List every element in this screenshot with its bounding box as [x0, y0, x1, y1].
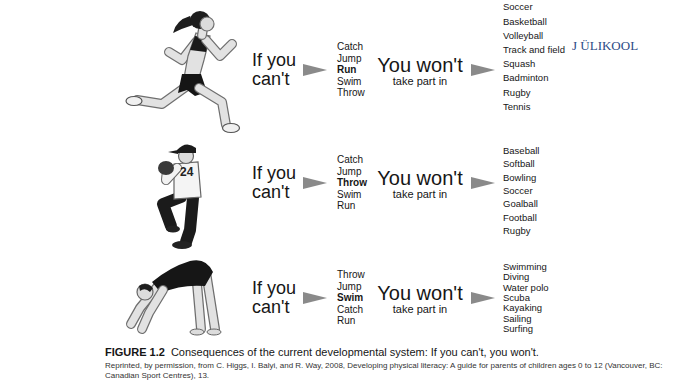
runner-arm	[206, 40, 232, 56]
consequence-text: You won't	[377, 167, 462, 190]
condition-text: If you can't	[252, 51, 310, 89]
sport-item: Badminton	[503, 73, 548, 84]
arrow-head	[303, 292, 327, 304]
figure-number: FIGURE 1.2	[105, 346, 165, 359]
swimmer-figure	[131, 260, 221, 335]
sport-item: Bowling	[503, 172, 536, 183]
skill-item: Throw	[337, 177, 367, 189]
pitcher-glove	[158, 161, 174, 175]
skill-item: Catch	[337, 41, 363, 53]
sport-item: Sailing	[503, 313, 532, 324]
sport-item: Kayaking	[503, 303, 542, 314]
pitcher-cap-brim	[168, 150, 178, 154]
sport-item: Soccer	[503, 2, 533, 13]
skill-item: Run	[337, 200, 355, 212]
pitcher-shoe	[172, 241, 192, 249]
sport-item: Rugby	[503, 87, 530, 98]
skill-item: Jump	[337, 166, 361, 178]
consequence-subtext: take part in	[393, 188, 447, 201]
sport-item: Volleyball	[503, 30, 543, 41]
consequence-text: You won't	[377, 282, 462, 305]
swimmer-foot	[207, 329, 221, 335]
pitcher-figure	[158, 144, 201, 249]
arrow-head	[303, 177, 327, 189]
skill-item: Swim	[337, 76, 361, 88]
skill-item: Swim	[337, 292, 363, 304]
consequence-subtext: take part in	[393, 303, 447, 316]
sport-item: Tennis	[503, 101, 530, 112]
sport-item: Softball	[503, 159, 535, 170]
sport-item: Surfing	[503, 323, 533, 334]
condition-text: If you can't	[252, 164, 310, 202]
skill-item: Jump	[337, 281, 361, 293]
sport-item: Basketball	[503, 16, 547, 27]
pitcher-leg	[163, 197, 181, 226]
arrow-head	[471, 64, 495, 76]
runner-head	[200, 17, 214, 31]
condition-text: If you can't	[252, 279, 310, 317]
pitcher-shoe	[166, 226, 180, 233]
sport-item: Baseball	[503, 145, 539, 156]
runner-shoe	[126, 97, 142, 106]
swimmer-hair	[139, 284, 153, 292]
sport-item: Rugby	[503, 226, 530, 237]
pitcher-cap	[177, 144, 196, 153]
credit-line: Reprinted, by permission, from C. Higgs,…	[105, 361, 671, 381]
runner-leg	[199, 88, 226, 125]
skill-item: Catch	[337, 304, 363, 316]
arrow-head	[303, 64, 327, 76]
arrow-head	[471, 292, 495, 304]
pitcher-leg	[186, 198, 193, 242]
sport-item: Track and field	[503, 44, 565, 55]
watermark: J ÜLIKOOL	[572, 39, 638, 54]
sport-item: Squash	[503, 59, 535, 70]
sport-item: Diving	[503, 272, 529, 283]
skill-item: Swim	[337, 189, 361, 201]
arrow-head	[471, 177, 495, 189]
runner-figure	[126, 11, 240, 133]
skill-item: Run	[337, 315, 355, 327]
skill-item: Catch	[337, 154, 363, 166]
figure-caption: Consequences of the current developmenta…	[171, 346, 539, 359]
runner-ponytail	[173, 16, 193, 33]
jersey-number: 24	[180, 166, 193, 180]
swimmer-foot	[190, 329, 204, 335]
sport-item: Scuba	[503, 293, 530, 304]
skill-item: Throw	[337, 269, 365, 281]
consequence-subtext: take part in	[393, 75, 447, 88]
swimmer-head	[137, 284, 153, 300]
sport-item: Swimming	[503, 262, 547, 273]
consequence-text: You won't	[377, 54, 462, 77]
runner-leg	[199, 88, 226, 125]
skill-item: Jump	[337, 53, 361, 65]
sport-item: Water polo	[503, 282, 549, 293]
runner-shoe	[223, 124, 240, 133]
sport-item: Soccer	[503, 186, 533, 197]
skill-item: Run	[337, 64, 356, 76]
sport-item: Goalball	[503, 199, 538, 210]
arrow-group	[303, 64, 495, 304]
sport-item: Football	[503, 212, 537, 223]
runner-arm	[206, 40, 232, 56]
skill-item: Throw	[337, 87, 365, 99]
